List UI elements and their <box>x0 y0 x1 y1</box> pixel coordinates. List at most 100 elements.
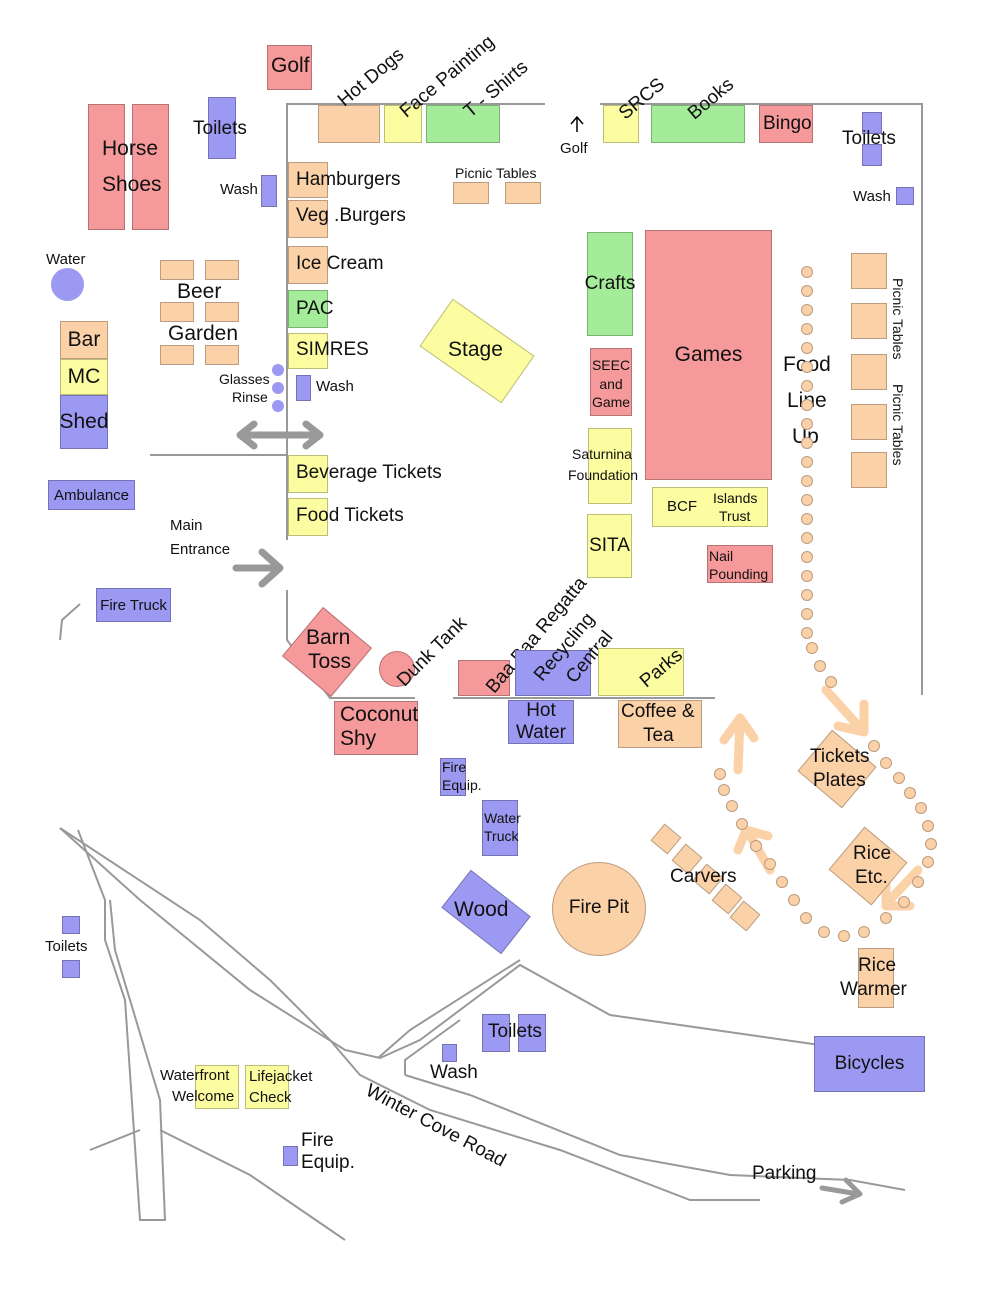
path-left-2 <box>89 1129 141 1151</box>
games-area: Games <box>645 230 772 480</box>
bingo-booth <box>759 105 813 143</box>
hot-water-booth <box>508 700 574 744</box>
picnic-right-2 <box>851 303 887 339</box>
picnic-table-a <box>453 182 489 204</box>
islands-label: Islands <box>713 490 758 506</box>
food-line-dot <box>904 787 916 799</box>
food-line-dot <box>800 912 812 924</box>
horse-label: Horse <box>102 137 159 160</box>
hot-label: Hot <box>526 700 556 721</box>
barn-label: Barn <box>306 626 351 649</box>
food-line-dot <box>801 418 813 430</box>
road-upper-left <box>59 827 821 1060</box>
water-station <box>51 268 84 301</box>
wash-bottom-booth <box>442 1044 457 1062</box>
rice-warmer-label-2: Warmer <box>840 979 907 1000</box>
seec-booth <box>590 348 632 416</box>
food-line-dot <box>868 740 880 752</box>
toilets-right-label: Toilets <box>842 128 896 149</box>
rinse-label: Rinse <box>232 389 268 405</box>
entrance-label: Entrance <box>170 541 231 558</box>
toilet-bottom-left-2 <box>62 960 80 978</box>
food-line-arrow-icon <box>821 685 869 737</box>
food-line-dot <box>714 768 726 780</box>
lifejacket-label: Lifejacket <box>249 1068 313 1085</box>
food-line-dot <box>801 494 813 506</box>
fire-pit-label: Fire Pit <box>568 897 630 918</box>
picnic-tables-right-label-2: Picnic Tables <box>890 384 906 466</box>
food-line-dot <box>801 456 813 468</box>
beverage-tickets-label: Beverage Tickets <box>296 462 442 483</box>
veg-burgers-booth <box>288 200 328 238</box>
food-line-dot <box>801 342 813 354</box>
food-line-dot <box>801 570 813 582</box>
food-line-dot <box>814 660 826 672</box>
veg-burgers-label: Veg .Burgers <box>296 205 406 226</box>
rice-warmer-label-1: Rice <box>858 955 897 976</box>
nail-pounding-booth <box>707 545 773 583</box>
golf-up-arrow-icon <box>570 115 584 132</box>
picnic-tables-top-label: Picnic Tables <box>455 165 537 181</box>
pounding-label: Pounding <box>709 566 769 582</box>
food-line-dot <box>880 912 892 924</box>
water-truck <box>482 800 518 856</box>
picnic-right-3 <box>851 354 887 390</box>
food-line-dot <box>776 876 788 888</box>
mc-booth: MC <box>60 359 108 395</box>
main-label: Main <box>170 517 203 534</box>
food-line-dot <box>801 475 813 487</box>
food-line-dot <box>726 800 738 812</box>
path-left-3 <box>159 1129 346 1241</box>
lifejacket-check-booth <box>245 1065 289 1109</box>
beer-table-4 <box>205 302 239 322</box>
toilet-bottom-left-1 <box>62 916 80 934</box>
food-line-dot <box>788 894 800 906</box>
toilets-top-left-label: Toilets <box>193 118 247 139</box>
wash-top-left-label: Wash <box>220 181 258 198</box>
hamburgers-booth <box>288 162 328 198</box>
bcf-islands-booth <box>652 487 768 527</box>
beer-table-5 <box>160 345 194 365</box>
toilet-right-bottom <box>862 144 882 166</box>
food-line-dot <box>898 896 910 908</box>
parking-arrow-icon <box>819 1177 863 1205</box>
foundation-label: Foundation <box>568 467 639 483</box>
glasses-label: Glasses <box>219 371 270 387</box>
pac-label: PAC <box>296 298 334 319</box>
coffee-label: Coffee & <box>621 701 695 722</box>
food-line-dot <box>801 266 813 278</box>
hamburgers-label: Hamburgers <box>296 169 401 190</box>
beer-table-1 <box>160 260 194 280</box>
picnic-right-5 <box>851 452 887 488</box>
food-line-dot <box>750 840 762 852</box>
top-boundary-right <box>600 103 923 695</box>
fire-pit <box>552 862 646 956</box>
seec-and-label: and <box>599 376 623 392</box>
seec-label: SEEC <box>591 357 631 373</box>
garden-label: Garden <box>168 322 239 345</box>
waterfront-label: Waterfront <box>160 1067 230 1084</box>
water-truck-label-2: Truck <box>484 828 519 844</box>
fire-equip-mid-label-2: Equip. <box>442 777 482 793</box>
food-line-dot <box>736 818 748 830</box>
toilet-bottom-2 <box>518 1014 546 1052</box>
hot-dogs-booth <box>318 105 380 143</box>
food-line-dot <box>801 532 813 544</box>
food-line-dot <box>801 627 813 639</box>
dunk-tank <box>379 651 415 687</box>
parks-booth <box>598 648 684 696</box>
crafts-booth: Crafts <box>585 232 635 336</box>
top-boundary-left <box>286 103 545 160</box>
food-line-dot <box>718 784 730 796</box>
beverage-tickets-booth <box>288 455 328 493</box>
picnic-tables-right-label-1: Picnic Tables <box>890 278 906 360</box>
food-line-dot <box>922 856 934 868</box>
toss-label: Toss <box>308 650 352 673</box>
food-line-dot <box>801 323 813 335</box>
path-left-1 <box>77 829 167 1221</box>
simres-label: SIMRES <box>296 339 369 360</box>
check-label: Check <box>249 1089 292 1106</box>
saturnina-label: Saturnina <box>572 446 632 462</box>
